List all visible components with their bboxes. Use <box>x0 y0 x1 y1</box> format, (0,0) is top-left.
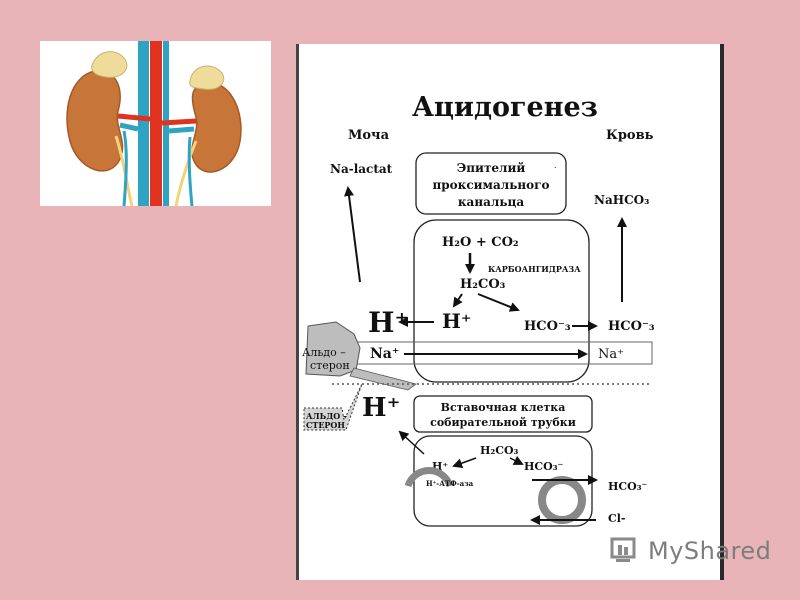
aldosterone-callout-1 <box>305 321 361 377</box>
myshared-logo-icon <box>610 537 636 562</box>
bicarbonate-cell-label: HCO⁻₃ <box>524 319 571 334</box>
urine-header: Моча <box>348 128 390 143</box>
aldosterone-callout-2 <box>303 383 363 431</box>
collecting-box-line-1: Вставочная клетка <box>441 401 566 414</box>
carbonic-acid-2-label: H₂CO₃ <box>480 444 519 457</box>
document-right-edge <box>720 44 724 580</box>
anion-exchanger-icon <box>538 476 586 524</box>
hplus-cell-label: H⁺ <box>442 309 471 333</box>
svg-text:.: . <box>554 161 557 170</box>
arrow-to-bicarbonate <box>477 293 520 312</box>
arrow-to-hplus <box>452 293 463 308</box>
kidneys-anatomy-icon <box>66 41 242 207</box>
proximal-cell-box <box>413 219 590 383</box>
bicarbonate-blood-label: HCO⁻₃ <box>608 319 655 334</box>
diagram-canvas: Ацидогенез Моча Кровь Na-lactat NaHCO₃ Э… <box>302 92 655 527</box>
urine-product-label: Na-lactat <box>330 162 393 176</box>
aldosterone-2-line-2: СТЕРОН <box>306 420 345 430</box>
atpase-pump-icon <box>404 467 454 488</box>
document-left-edge <box>296 44 299 580</box>
proximal-box-line-3: канальца <box>458 195 524 209</box>
aldosterone-1-line-1: Альдо – <box>302 346 346 359</box>
proximal-epithelium-box <box>415 152 567 215</box>
proximal-box-line-2: проксимального <box>433 178 550 192</box>
kidney-illustration <box>40 41 271 207</box>
hplus-collecting-label: H⁺ <box>362 393 400 423</box>
arrow-hplus-collecting <box>398 430 425 455</box>
sodium-urine-label: Na⁺ <box>370 346 399 362</box>
blood-product-label: NaHCO₃ <box>594 193 649 207</box>
reaction-water-co2: H₂O + CO₂ <box>442 235 519 250</box>
proximal-box-line-1: Эпителий <box>457 161 526 175</box>
atpase-label: H⁺-АТФ-аза <box>426 479 474 488</box>
aldosterone-2-line-1: АЛЬДО – <box>306 411 347 421</box>
acidogenesis-diagram: Ацидогенез Моча Кровь Na-lactat NaHCO₃ Э… <box>296 44 724 580</box>
collecting-box-line-2: собирательной трубки <box>430 416 576 429</box>
chloride-label: Cl- <box>608 512 626 525</box>
watermark-text: MyShared <box>648 537 772 565</box>
carbonic-acid-label: H₂CO₃ <box>460 277 506 292</box>
arrow-to-urine <box>344 186 361 283</box>
aldosterone-1-line-2: стерон <box>310 359 350 372</box>
blood-header: Кровь <box>606 128 654 143</box>
bicarbonate-out-label: HCO₃⁻ <box>608 480 648 493</box>
myshared-watermark: MyShared <box>608 533 771 573</box>
bicarbonate-2-label: HCO₃⁻ <box>524 460 564 473</box>
sodium-blood-label: Na⁺ <box>598 347 624 362</box>
diagram-title: Ацидогенез <box>412 92 598 123</box>
enzyme-label: КАРБОАНГИДРАЗА <box>488 264 581 274</box>
intercalated-cell-box <box>413 395 593 433</box>
